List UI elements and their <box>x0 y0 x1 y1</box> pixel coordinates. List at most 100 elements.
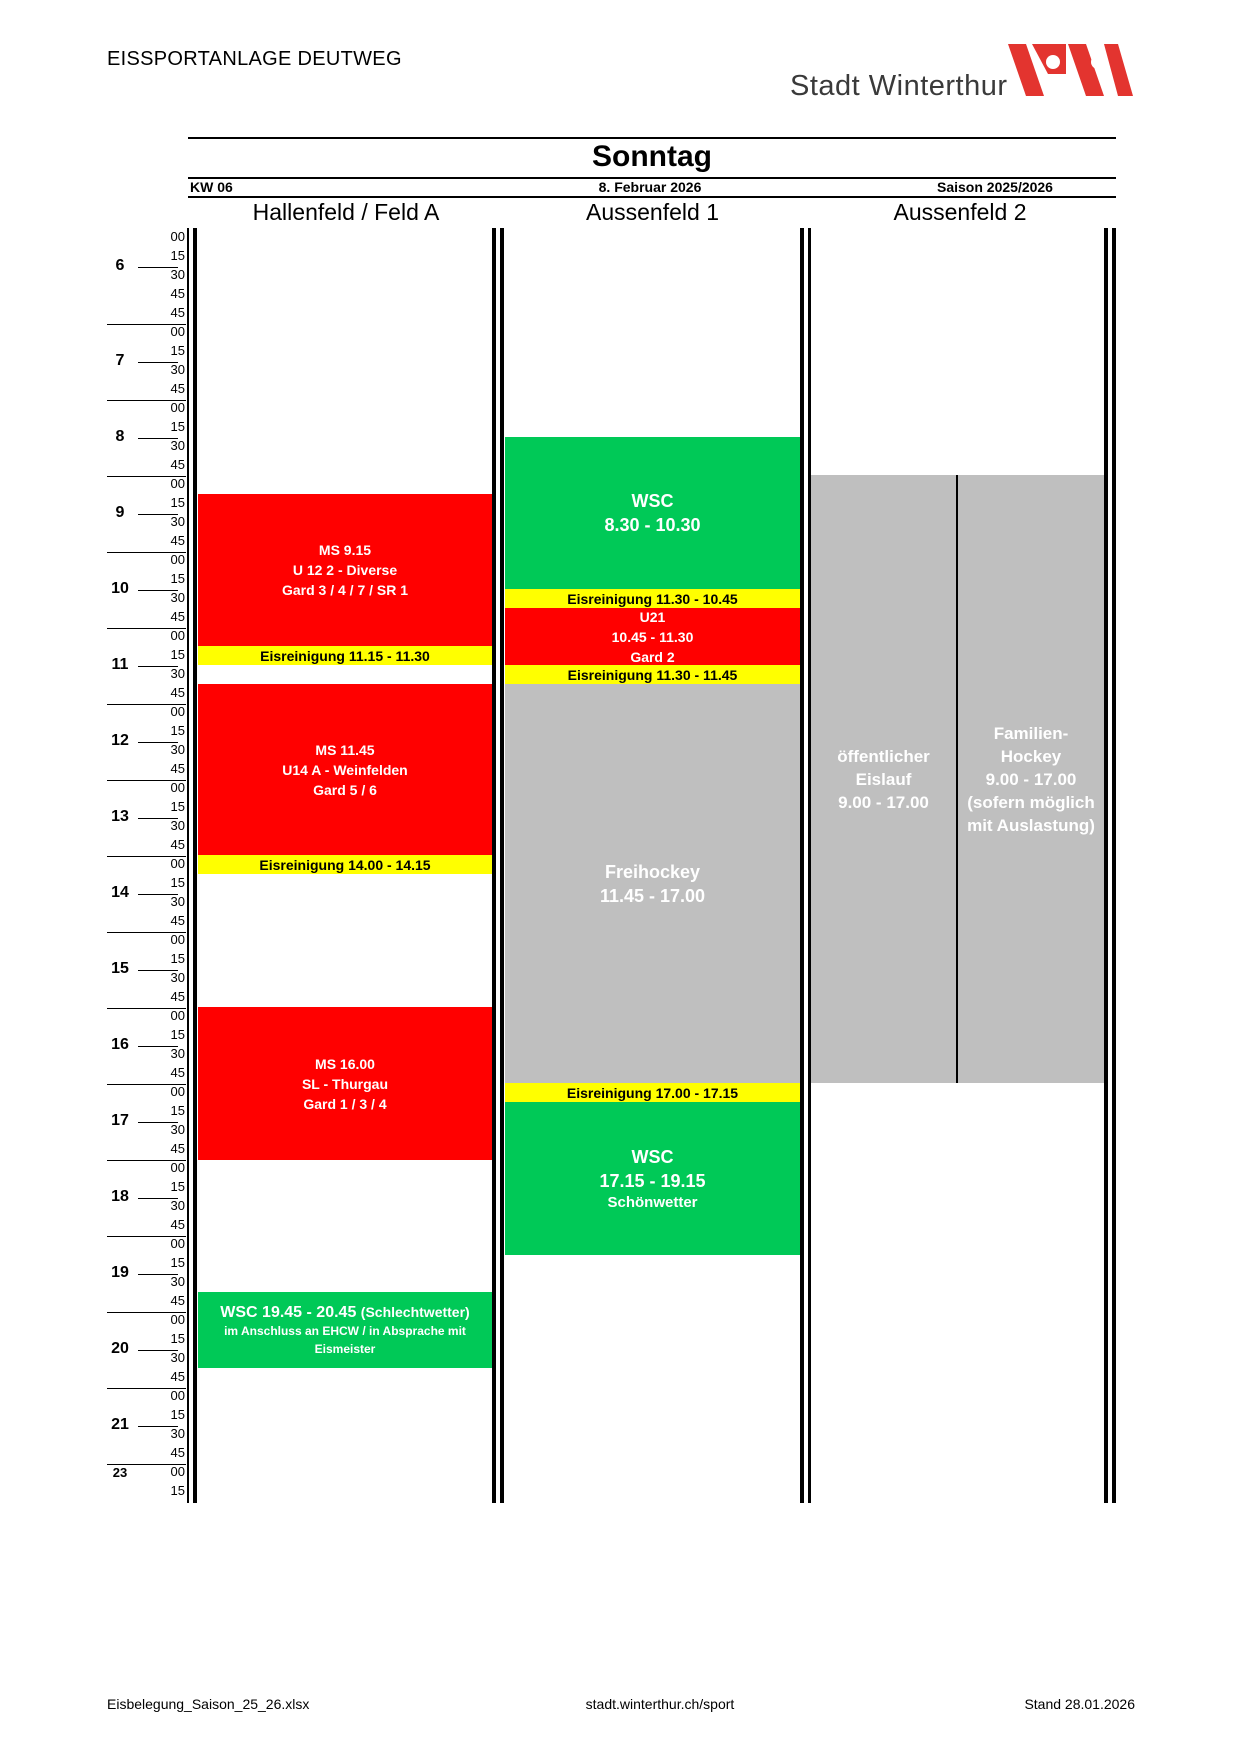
booking-line: Freihockey <box>604 861 701 882</box>
column-header-aussenfeld-1: Aussenfeld 1 <box>586 199 719 225</box>
minute-label: 45 <box>170 989 185 1004</box>
minute-label: 30 <box>170 267 185 282</box>
footer-url[interactable]: stadt.winterthur.ch/sport <box>585 1696 735 1712</box>
minute-label: 00 <box>170 476 185 491</box>
minute-label: 15 <box>170 647 185 662</box>
minute-label: 00 <box>170 229 185 244</box>
cleaning-slot[interactable]: Eisreinigung 11.30 - 10.45 <box>505 589 800 608</box>
booking-line: U14 A - Weinfelden <box>282 761 408 778</box>
hour-label: 14 <box>111 884 129 901</box>
booking-wsc-schlechtwetter[interactable]: WSC 19.45 - 20.45 (Schlechtwetter) im An… <box>198 1292 492 1368</box>
minute-label: 00 <box>170 1312 185 1327</box>
minute-label: 15 <box>170 419 185 434</box>
booking-line: WSC <box>631 491 674 511</box>
booking-line: MS 16.00 <box>315 1055 375 1072</box>
booking-wsc-evening[interactable]: WSC 17.15 - 19.15 Schönwetter <box>505 1102 800 1255</box>
booking-line: Gard 2 <box>630 648 675 665</box>
column-header-aussenfeld-2: Aussenfeld 2 <box>893 199 1027 225</box>
hour-divider <box>107 1388 186 1389</box>
minute-label: 15 <box>170 951 185 966</box>
minute-label: 00 <box>170 400 185 415</box>
grid-line <box>187 228 189 1503</box>
minute-label: 15 <box>170 1255 185 1270</box>
hour-tick <box>138 267 178 268</box>
hour-tick <box>138 1274 178 1275</box>
booking-family-hockey[interactable]: Familien- Hockey 9.00 - 17.00 (sofern mö… <box>958 475 1104 1083</box>
minute-label: 15 <box>170 1331 185 1346</box>
cleaning-slot[interactable]: Eisreinigung 17.00 - 17.15 <box>505 1083 800 1102</box>
meta-rule-top <box>188 177 1116 179</box>
booking-ms-915[interactable]: MS 9.15 U 12 2 - Diverse Gard 3 / 4 / 7 … <box>198 494 492 646</box>
hour-divider <box>107 1160 186 1161</box>
logo-text: Stadt Winterthur <box>790 70 1008 102</box>
booking-line: 9.00 - 17.00 <box>985 769 1077 789</box>
cleaning-slot[interactable]: Eisreinigung 11.15 - 11.30 <box>198 646 492 665</box>
hour-divider <box>107 476 186 477</box>
booking-wsc-morning[interactable]: WSC 8.30 - 10.30 <box>505 437 800 589</box>
hour-tick <box>138 970 178 971</box>
booking-line: U21 <box>639 608 666 625</box>
minute-label: 00 <box>170 1160 185 1175</box>
minute-label: 45 <box>170 286 185 301</box>
hour-tick <box>138 1350 178 1351</box>
grid-line <box>800 228 804 1503</box>
minute-label: 30 <box>170 1046 185 1061</box>
minute-label: 45 <box>170 1141 185 1156</box>
hour-tick <box>138 438 178 439</box>
booking-freihockey[interactable]: Freihockey 11.45 - 17.00 <box>505 684 800 1083</box>
hour-label: 10 <box>111 580 129 597</box>
facility-title: EISSPORTANLAGE DEUTWEG <box>107 48 402 70</box>
cleaning-slot[interactable]: Eisreinigung 11.30 - 11.45 <box>505 665 800 684</box>
grid-line <box>500 228 504 1503</box>
hour-divider <box>107 400 186 401</box>
minute-label: 30 <box>170 362 185 377</box>
minute-label: 30 <box>170 1274 185 1289</box>
booking-line: Schönwetter <box>607 1193 698 1211</box>
booking-line: 11.45 - 17.00 <box>599 885 706 906</box>
booking-line-part: WSC 19.45 - 20.45 <box>220 1303 357 1321</box>
hour-divider <box>107 780 186 781</box>
minute-label: 00 <box>170 324 185 339</box>
minute-label: 00 <box>170 1236 185 1251</box>
hour-tick <box>138 1046 178 1047</box>
minute-label: 45 <box>170 685 185 700</box>
minute-label: 30 <box>170 742 185 757</box>
minute-label: 30 <box>170 894 185 909</box>
hour-label: 18 <box>111 1188 129 1205</box>
minute-label: 30 <box>170 970 185 985</box>
top-rule <box>188 137 1116 139</box>
minute-label: 15 <box>170 495 185 510</box>
booking-line: öffentlicher <box>837 746 930 766</box>
grid-line <box>1112 228 1116 1503</box>
hour-divider <box>107 932 186 933</box>
booking-line: 10.45 - 11.30 <box>611 628 694 645</box>
booking-ms-1600[interactable]: MS 16.00 SL - Thurgau Gard 1 / 3 / 4 <box>198 1007 492 1160</box>
minute-label: 45 <box>170 913 185 928</box>
hour-label: 21 <box>111 1416 129 1433</box>
grid-line <box>492 228 496 1503</box>
hour-divider <box>107 552 186 553</box>
booking-public-skating[interactable]: öffentlicher Eislauf 9.00 - 17.00 <box>811 475 956 1083</box>
booking-line: MS 9.15 <box>318 542 372 558</box>
hour-divider <box>107 704 186 705</box>
hour-tick <box>138 894 178 895</box>
grid-line <box>193 228 197 1503</box>
minute-label: 15 <box>170 571 185 586</box>
hour-divider <box>107 628 186 629</box>
minute-label: 45 <box>170 609 185 624</box>
minute-label: 45 <box>170 381 185 396</box>
minute-label: 00 <box>170 1464 185 1479</box>
cleaning-slot[interactable]: Eisreinigung 14.00 - 14.15 <box>198 855 492 874</box>
booking-line: Hockey <box>1000 746 1062 766</box>
hour-label: 23 <box>112 1465 128 1480</box>
booking-ms-1145[interactable]: MS 11.45 U14 A - Weinfelden Gard 5 / 6 <box>198 684 492 855</box>
minute-label: 15 <box>170 875 185 890</box>
hour-divider <box>107 1236 186 1237</box>
minute-label: 30 <box>170 1350 185 1365</box>
minute-label: 45 <box>170 305 185 320</box>
booking-line: Eislauf <box>855 769 912 789</box>
booking-line: Eismeister <box>314 1341 376 1356</box>
booking-u21[interactable]: U21 10.45 - 11.30 Gard 2 <box>505 608 800 665</box>
minute-label: 45 <box>170 1217 185 1232</box>
minute-label: 00 <box>170 1008 185 1023</box>
